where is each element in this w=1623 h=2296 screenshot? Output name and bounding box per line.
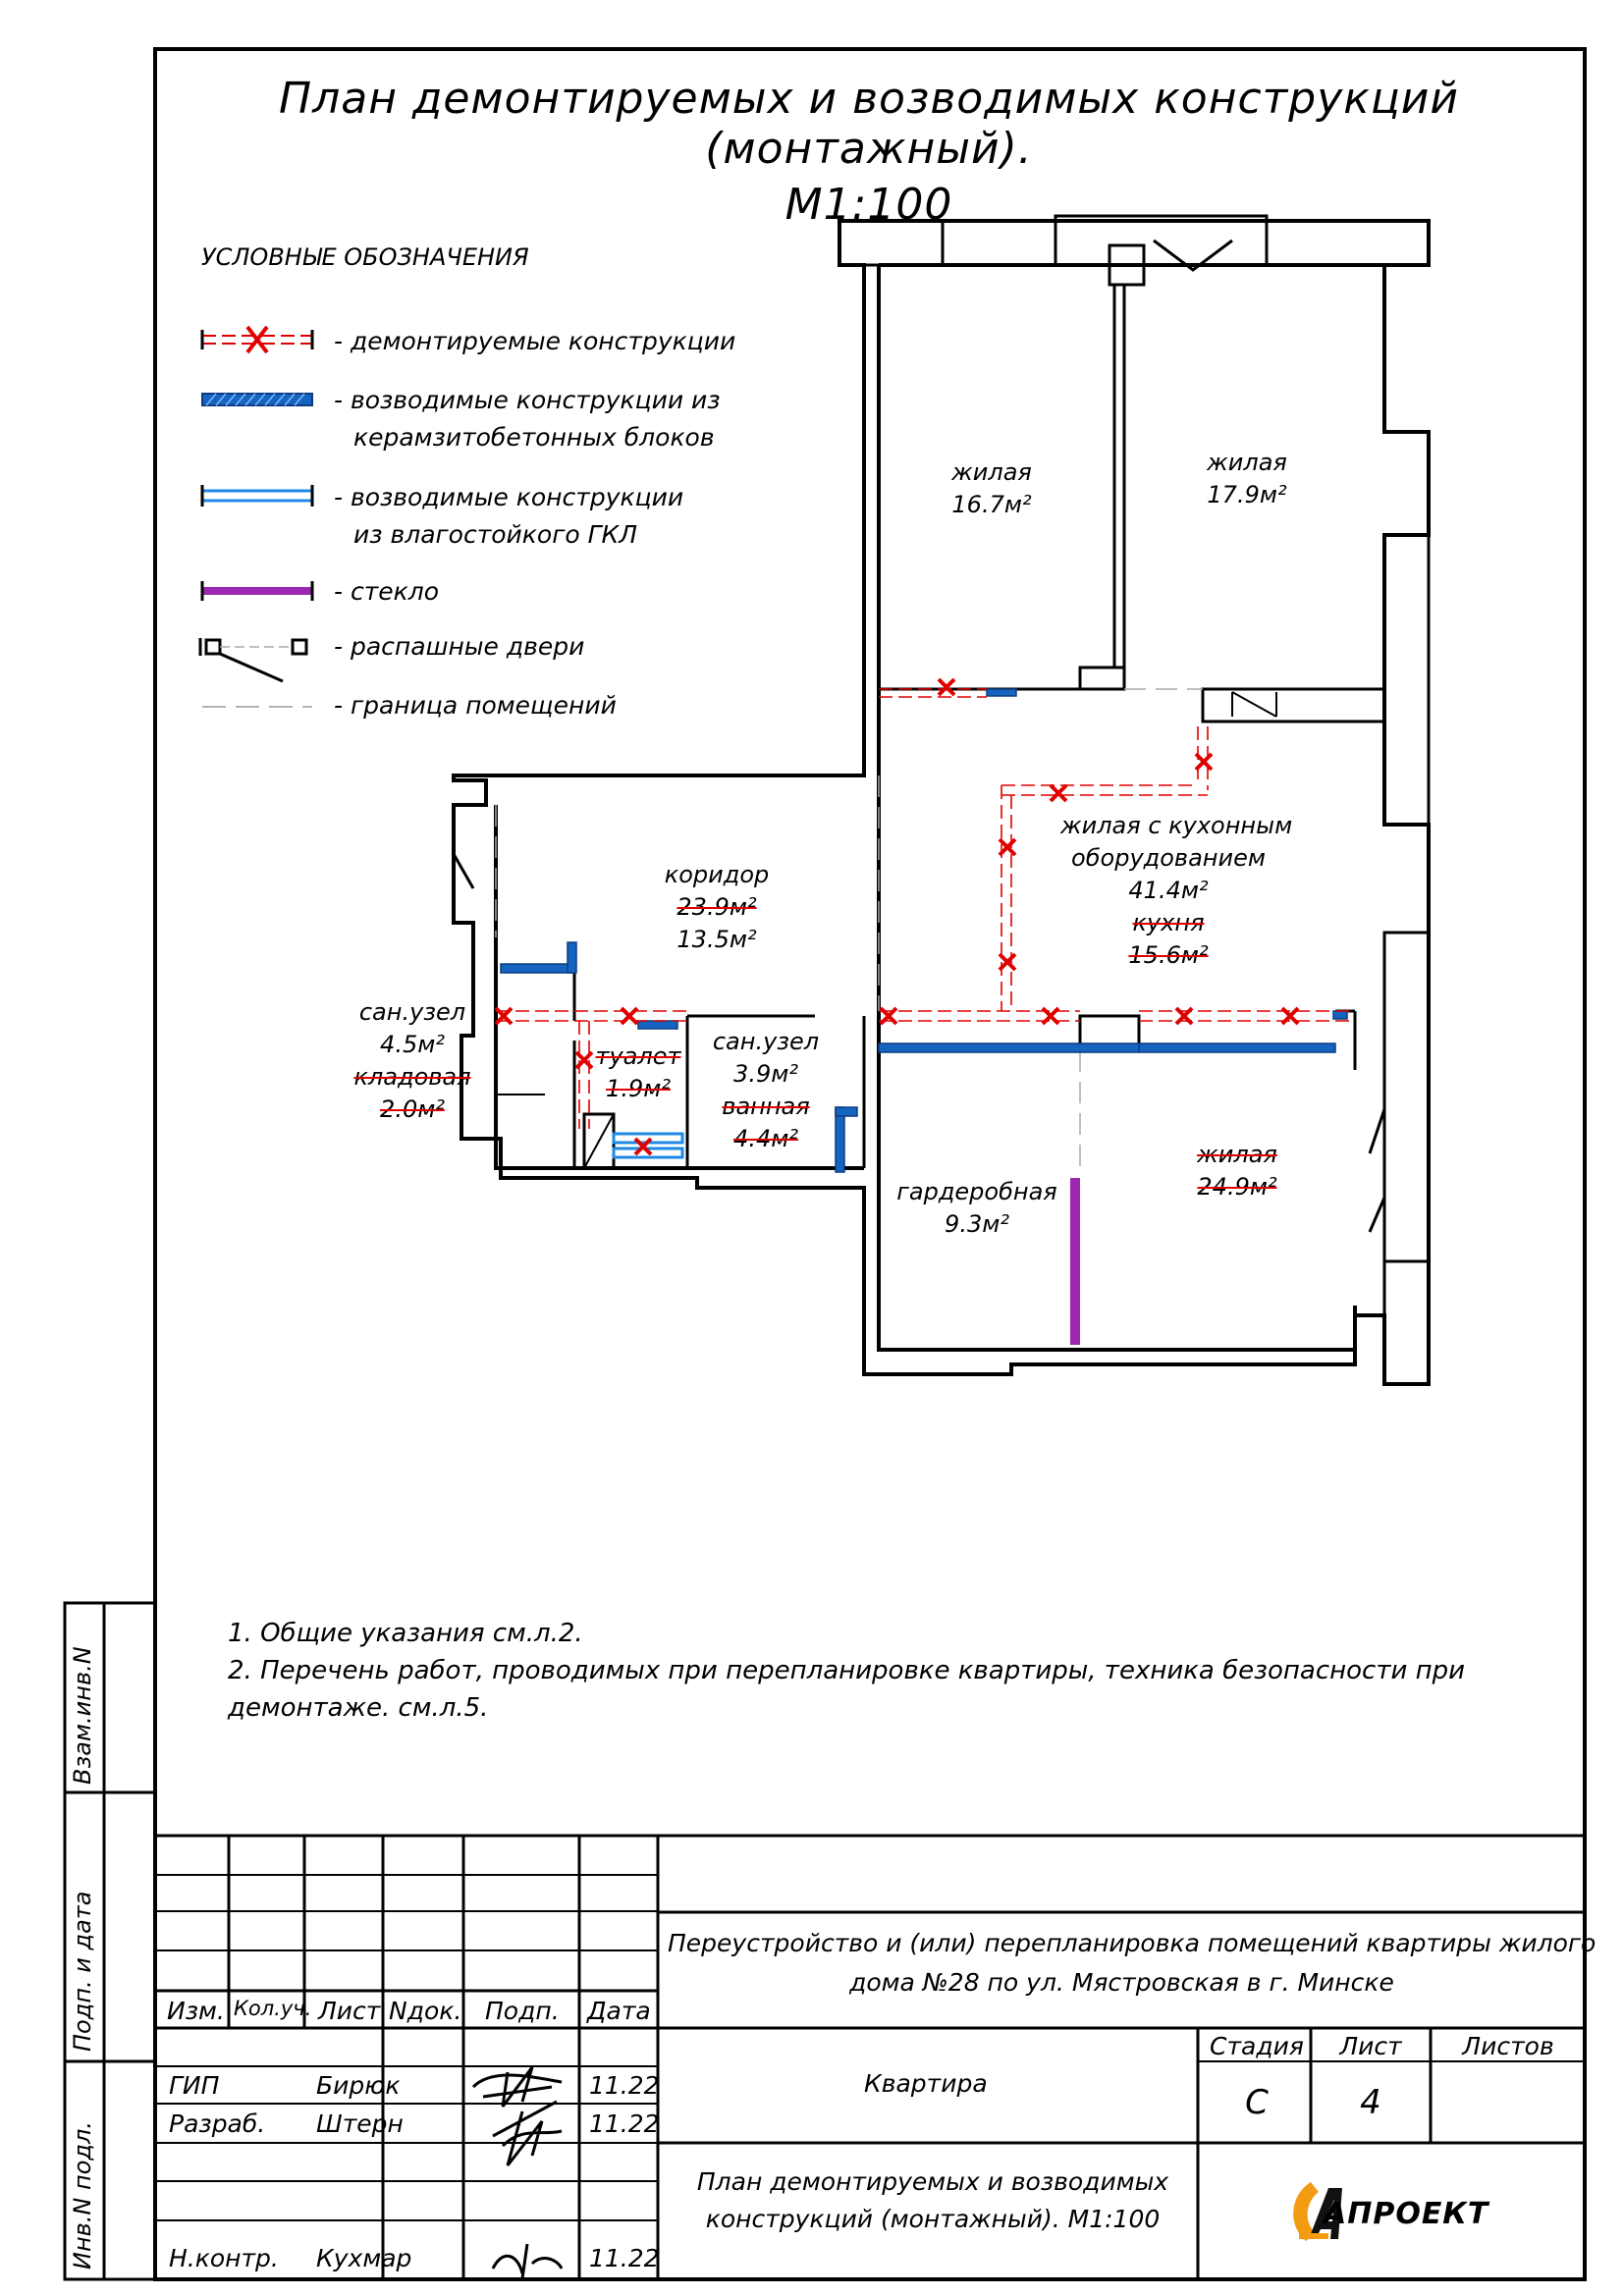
- stamp-project-line2: дома №28 по ул. Мястровская в г. Минске: [849, 1968, 1394, 1997]
- stamp-date-gip: 11.22: [589, 2071, 660, 2100]
- legend-item-demolish: - демонтируемые конструкции: [334, 327, 736, 355]
- demolish-marks: [494, 677, 1300, 1156]
- stamp-sheet-label: Лист: [1339, 2032, 1402, 2060]
- title-line-1: План демонтируемых и возводимых конструк…: [279, 74, 1459, 174]
- stamp-header-sign: Подп.: [485, 1997, 560, 2025]
- room-kitchen-living: жилая с кухонным оборудованием 41.4м² ку…: [1060, 812, 1293, 969]
- stamp-header-date: Дата: [587, 1997, 651, 2025]
- stamp-sheet-value: 4: [1360, 2083, 1381, 2122]
- stamp-drawing-line1: План демонтируемых и возводимых: [696, 2167, 1169, 2196]
- note-3: демонтаже. см.л.5.: [228, 1693, 489, 1723]
- room-living-2: жилая 17.9м²: [1207, 449, 1287, 508]
- stamp-name-dev: Штерн: [316, 2109, 404, 2138]
- signatures: [471, 2066, 564, 2279]
- room-living-1: жилая 16.7м²: [951, 458, 1032, 518]
- stamp-sheets-label: Листов: [1462, 2032, 1554, 2060]
- room-bathroom-2: сан.узел 3.9м² ванная 4.4м²: [712, 1028, 820, 1152]
- legend-item-block: - возводимые конструкции из керамзитобет…: [334, 386, 721, 452]
- floor-plan: [452, 214, 1431, 1386]
- stamp-date-dev: 11.22: [589, 2109, 660, 2138]
- glass-partition: [1070, 1178, 1080, 1345]
- legend-item-gkl: - возводимые конструкции из влагостойког…: [334, 483, 684, 549]
- stamp-role-dev: Разраб.: [169, 2109, 266, 2138]
- note-1: 1. Общие указания см.л.2.: [228, 1619, 583, 1648]
- room-boundaries: [495, 688, 1203, 1168]
- general-notes: 1. Общие указания см.л.2. 2. Перечень ра…: [228, 1615, 1534, 1727]
- stamp-header-count: Кол.уч.: [234, 1997, 312, 2020]
- company-logo: [1293, 2182, 1342, 2241]
- stamp-role-control: Н.контр.: [169, 2244, 279, 2272]
- legend-item-door: - распашные двери: [334, 632, 585, 661]
- stamp-stage-label: Стадия: [1210, 2032, 1304, 2060]
- legend-door-symbol: [198, 638, 308, 683]
- room-bathroom-1: сан.узел 4.5м² кладовая 2.0м²: [353, 998, 471, 1123]
- legend-item-glass: - стекло: [334, 577, 440, 606]
- partition-bedrooms: [1112, 285, 1126, 667]
- stamp-role-gip: ГИП: [169, 2071, 220, 2100]
- room-toilet-old: туалет 1.9м²: [595, 1042, 681, 1102]
- legend-demolish-symbol: [200, 325, 314, 354]
- room-corridor: коридор 23.9м² 13.5м²: [664, 861, 770, 953]
- legend-gkl-symbol: [200, 485, 314, 507]
- stamp-drawing-line2: конструкций (монтажный). М1:100: [705, 2205, 1161, 2233]
- legend-item-boundary: - граница помещений: [334, 691, 617, 720]
- legend-symbols: [198, 325, 314, 708]
- stamp-object: Квартира: [864, 2069, 988, 2098]
- stamp-name-gip: Бирюк: [316, 2071, 401, 2100]
- company-logo-text: АПРОЕКТ: [1324, 2197, 1489, 2231]
- legend-block-symbol: [201, 393, 313, 406]
- stamp-header-doc: Nдок.: [389, 1997, 462, 2025]
- room-living-old: жилая 24.9м²: [1197, 1141, 1277, 1201]
- stamp-project-line1: Переустройство и (или) перепланировка по…: [668, 1929, 1596, 1957]
- room-wardrobe: гардеробная 9.3м²: [896, 1178, 1057, 1238]
- legend-heading: УСЛОВНЫЕ ОБОЗНАЧЕНИЯ: [201, 243, 529, 271]
- stamp-header-change: Изм.: [167, 1997, 225, 2025]
- note-2: 2. Перечень работ, проводимых при перепл…: [228, 1656, 1466, 1685]
- stamp-stage-value: С: [1245, 2083, 1269, 2122]
- stamp-header-sheet: Лист: [318, 1997, 381, 2025]
- legend-glass-symbol: [200, 581, 314, 601]
- stamp-date-control: 11.22: [589, 2244, 660, 2272]
- stamp-name-control: Кухмар: [316, 2244, 412, 2272]
